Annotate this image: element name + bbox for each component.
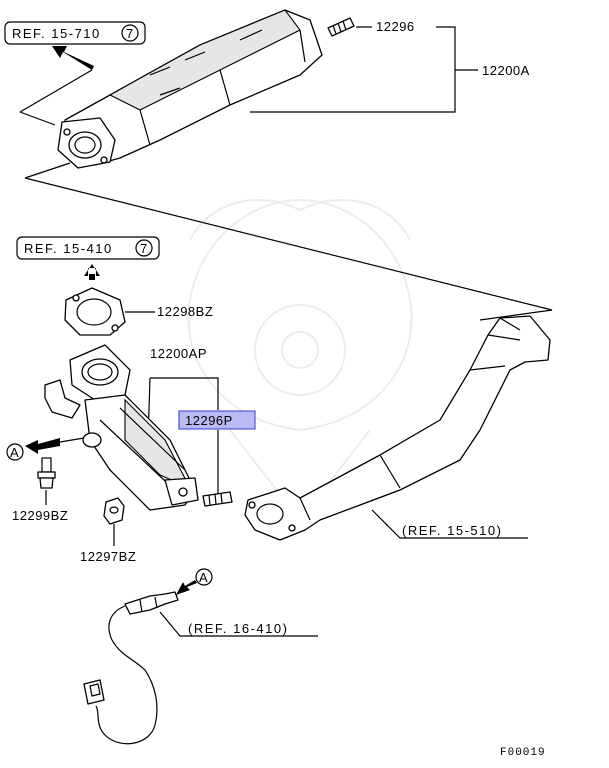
arrow-to-ref-15-410	[84, 264, 100, 276]
nut-12297BZ	[103, 497, 125, 525]
connector-a-right[interactable]: A	[195, 568, 213, 586]
stud-12296	[327, 17, 355, 37]
leader-ref-16-410	[159, 611, 318, 637]
arrow-to-connector-a-right	[176, 580, 197, 595]
stud-12296P	[202, 491, 233, 507]
connector-a-left-label: A	[10, 445, 19, 460]
label-12296P: 12296P	[185, 413, 233, 428]
arrow-stem-ref-15-410	[89, 274, 95, 280]
connector-a-left[interactable]: A	[6, 443, 24, 461]
highlight-12296P[interactable]: 12296P	[178, 410, 256, 430]
leader-connector-a-left	[59, 437, 85, 443]
gasket-12298BZ	[64, 287, 126, 336]
lower-catalytic-converter	[44, 344, 199, 511]
label-12200AP: 12200AP	[150, 346, 207, 361]
label-12200A: 12200A	[482, 63, 530, 78]
bolt-12299BZ	[37, 457, 56, 489]
ref-15-410-box[interactable]: REF. 15-410 7	[16, 236, 160, 260]
ref-15-710-box[interactable]: REF. 15-710 7	[4, 21, 146, 45]
label-12297BZ: 12297BZ	[80, 549, 136, 564]
arrow-to-connector-a-left	[25, 438, 60, 454]
ref-15-510-label[interactable]: (REF. 15-510)	[402, 523, 502, 538]
ref-15-410-circle-number: 7	[140, 241, 148, 256]
upper-section-divider	[19, 111, 553, 321]
ref-15-710-label: REF. 15-710	[12, 26, 101, 41]
leader-ref-15-710	[19, 69, 93, 113]
label-12298BZ: 12298BZ	[157, 304, 213, 319]
figure-code: F00019	[500, 747, 546, 759]
arrow-to-ref-15-710	[52, 46, 94, 70]
connector-a-right-label: A	[199, 570, 208, 585]
ref-15-710-circle-number: 7	[126, 26, 134, 41]
ref-16-410-label[interactable]: (REF. 16-410)	[188, 621, 288, 636]
label-12299BZ: 12299BZ	[12, 508, 68, 523]
upper-catalytic-converter	[57, 9, 323, 169]
leader-ref-15-510	[371, 509, 528, 539]
ref-15-410-label: REF. 15-410	[24, 241, 113, 256]
exhaust-pipe	[244, 315, 551, 541]
oxygen-sensor	[83, 591, 179, 745]
label-12296: 12296	[376, 19, 415, 34]
